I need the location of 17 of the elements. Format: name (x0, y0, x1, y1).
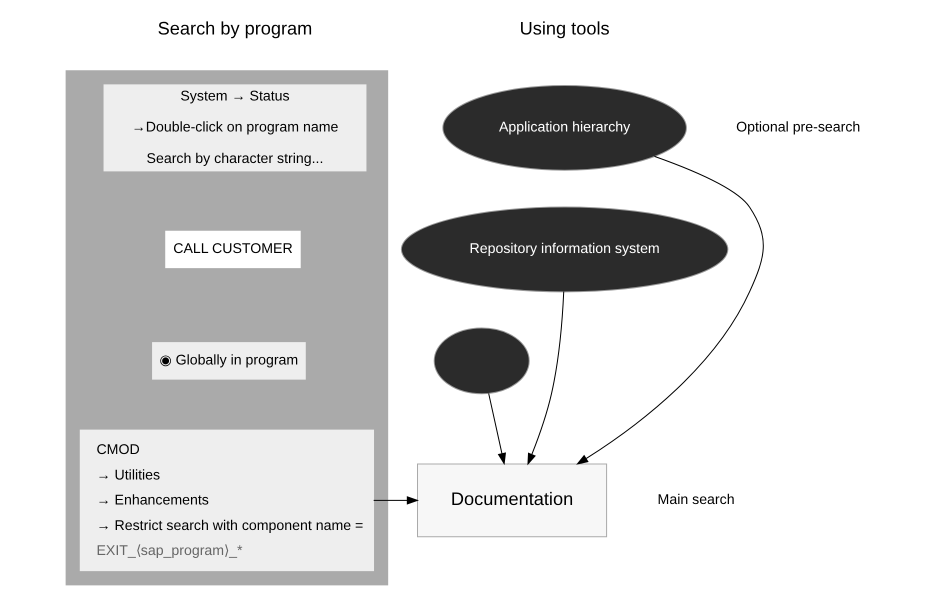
node-box: Documentation (417, 464, 608, 538)
arrow (576, 156, 764, 465)
node-ellipse: Application hierarchy (442, 84, 687, 171)
label: Main search (658, 491, 735, 508)
node-cloud (434, 328, 530, 394)
label: Optional pre-search (736, 118, 860, 135)
arrow (527, 292, 564, 466)
label: Using tools (520, 18, 610, 39)
arrow (488, 393, 506, 466)
cluster (66, 70, 388, 586)
node-box: CMOD → Utilities → Enhancements → Restrict search with component name = EXIT_⟨sap_program⟩_* (80, 430, 374, 572)
arrow (374, 496, 419, 505)
node-box: CALL CUSTOMER (165, 230, 301, 268)
node-ellipse: Repository information system (400, 206, 728, 292)
label: Search by program (158, 18, 312, 39)
node-box: ◉ Globally in program (152, 342, 306, 380)
node-box: System → Status →Double-click on program name Search by character string... (104, 84, 366, 172)
